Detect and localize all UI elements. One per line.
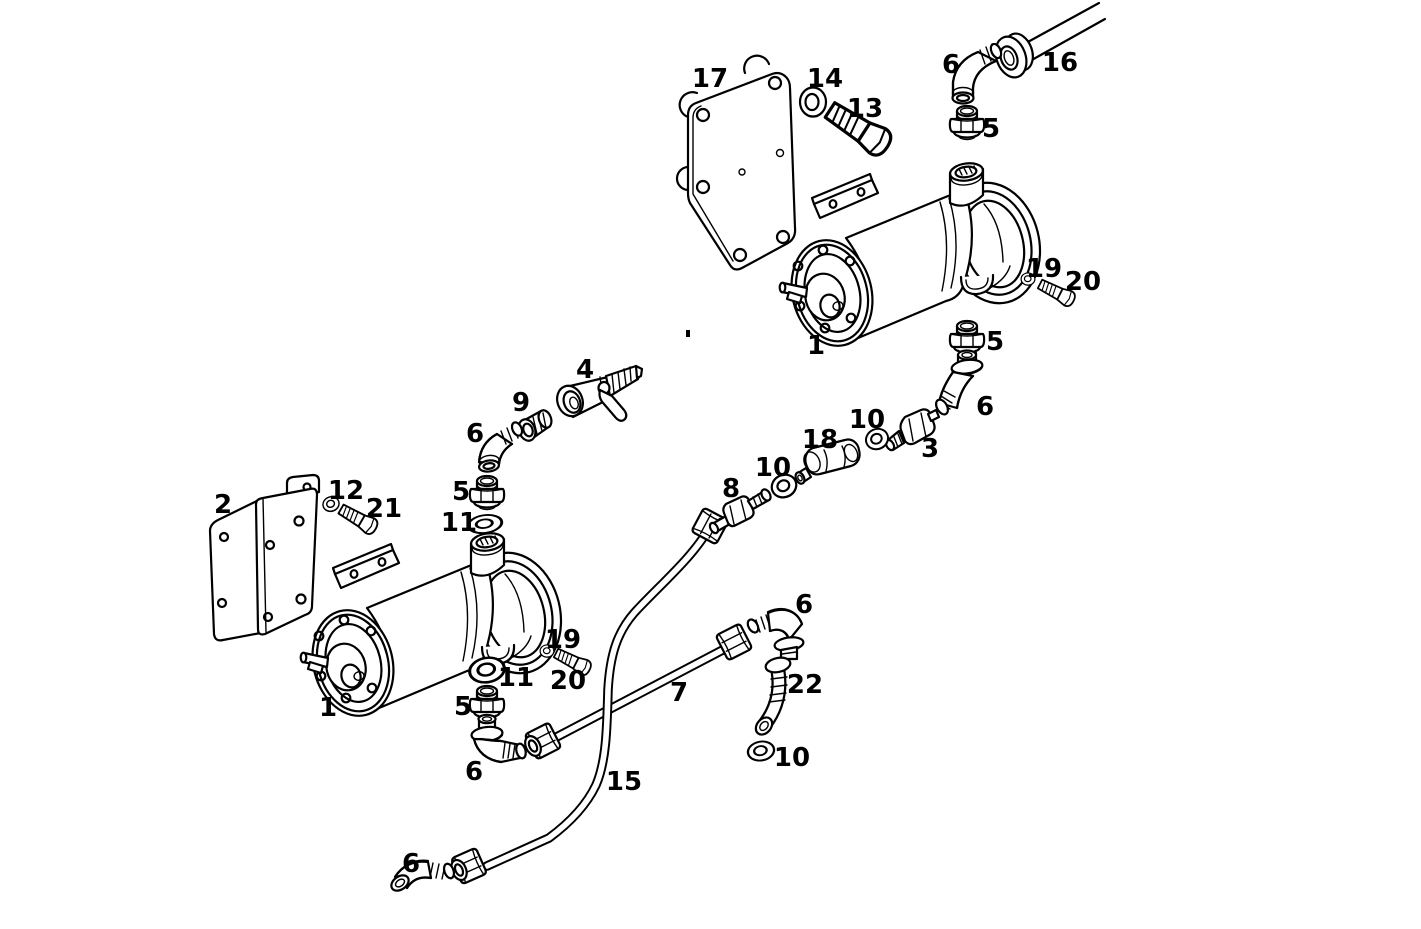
elbow-fitting-6-lower-pump	[470, 713, 527, 764]
callout-label-17: 17	[692, 64, 728, 94]
callout-label-19: 19	[1026, 254, 1062, 284]
callout-label-5: 5	[982, 114, 1000, 144]
callout-label-15: 15	[606, 767, 642, 797]
callout-label-5: 5	[986, 327, 1004, 357]
callout-label-6: 6	[402, 849, 420, 879]
callout-label-2: 2	[214, 490, 232, 520]
callout-label-14: 14	[807, 64, 843, 94]
stray-mark-layer	[686, 330, 690, 337]
callout-label-20: 20	[1065, 267, 1101, 297]
callout-label-4: 4	[576, 355, 594, 385]
callout-label-1: 1	[807, 331, 825, 361]
stray-ink-mark	[686, 330, 690, 337]
callout-label-13: 13	[847, 94, 883, 124]
callout-label-19: 19	[545, 625, 581, 655]
elbow-fitting-6-bottom-left	[390, 859, 456, 892]
hose-22	[754, 656, 792, 736]
callout-label-6: 6	[466, 419, 484, 449]
callout-label-6: 6	[465, 757, 483, 787]
callout-label-11: 11	[441, 508, 477, 538]
mounting-bracket-2	[208, 473, 321, 642]
callout-label-6: 6	[942, 50, 960, 80]
pipe-7	[544, 639, 739, 746]
callout-label-16: 16	[1042, 48, 1078, 78]
callout-label-1: 1	[319, 693, 337, 723]
washer-14	[798, 86, 828, 118]
elbow-fitting-6-upper-mid	[935, 349, 984, 416]
callout-label-6: 6	[795, 590, 813, 620]
cover-plate-17	[675, 54, 797, 271]
pipe-15-bottom-nut	[449, 846, 489, 886]
callout-label-21: 21	[366, 494, 402, 524]
callout-label-6: 6	[976, 392, 994, 422]
callout-label-7: 7	[670, 678, 688, 708]
elbow-fitting-6-right	[746, 607, 805, 661]
pipe-15	[482, 523, 714, 871]
callout-label-18: 18	[802, 425, 838, 455]
callout-label-3: 3	[921, 434, 939, 464]
callout-label-12: 12	[328, 476, 364, 506]
callout-label-9: 9	[512, 388, 530, 418]
callout-label-11: 11	[498, 663, 534, 693]
callout-label-20: 20	[550, 666, 586, 696]
callout-label-10: 10	[849, 405, 885, 435]
elbow-fitting-6-top	[951, 42, 1003, 105]
elbow-fitting-6-mid-left	[477, 421, 524, 473]
callout-label-8: 8	[722, 474, 740, 504]
bushing-9	[517, 409, 553, 442]
callout-label-5: 5	[452, 477, 470, 507]
pipe-7-left-nut	[523, 721, 563, 761]
callout-label-5: 5	[454, 692, 472, 722]
part-18	[794, 438, 861, 485]
valve-4	[556, 364, 644, 422]
fitting-8	[708, 488, 772, 535]
callout-label-22: 22	[787, 670, 823, 700]
pipe-16	[994, 1, 1107, 79]
callout-label-10: 10	[755, 453, 791, 483]
fitting-3	[884, 408, 941, 452]
callout-label-10: 10	[774, 743, 810, 773]
